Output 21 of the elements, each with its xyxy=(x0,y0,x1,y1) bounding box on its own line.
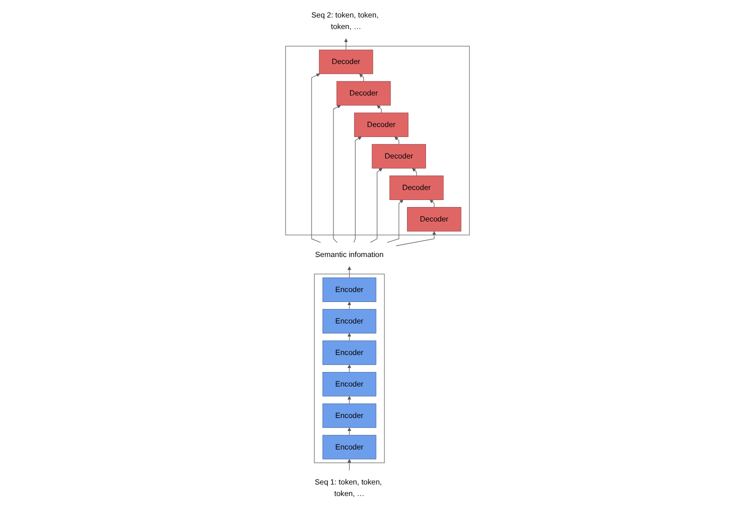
arrow xyxy=(348,266,352,278)
cluster xyxy=(285,46,470,236)
arrow xyxy=(370,168,382,243)
arrow xyxy=(430,200,434,208)
arrow xyxy=(359,74,364,82)
arrow xyxy=(348,333,352,341)
arrow xyxy=(344,38,348,50)
arrow xyxy=(348,458,352,471)
arrow xyxy=(394,136,400,145)
arrow xyxy=(333,105,341,243)
cluster xyxy=(314,274,385,464)
arrow xyxy=(376,105,382,114)
arrow xyxy=(386,200,404,243)
arrow xyxy=(412,168,417,176)
arrow xyxy=(354,136,362,243)
arrow xyxy=(348,302,352,310)
arrow xyxy=(348,364,352,372)
arrow xyxy=(311,74,321,243)
arrow xyxy=(348,396,352,404)
arrow xyxy=(396,231,436,246)
arrow xyxy=(348,427,352,436)
